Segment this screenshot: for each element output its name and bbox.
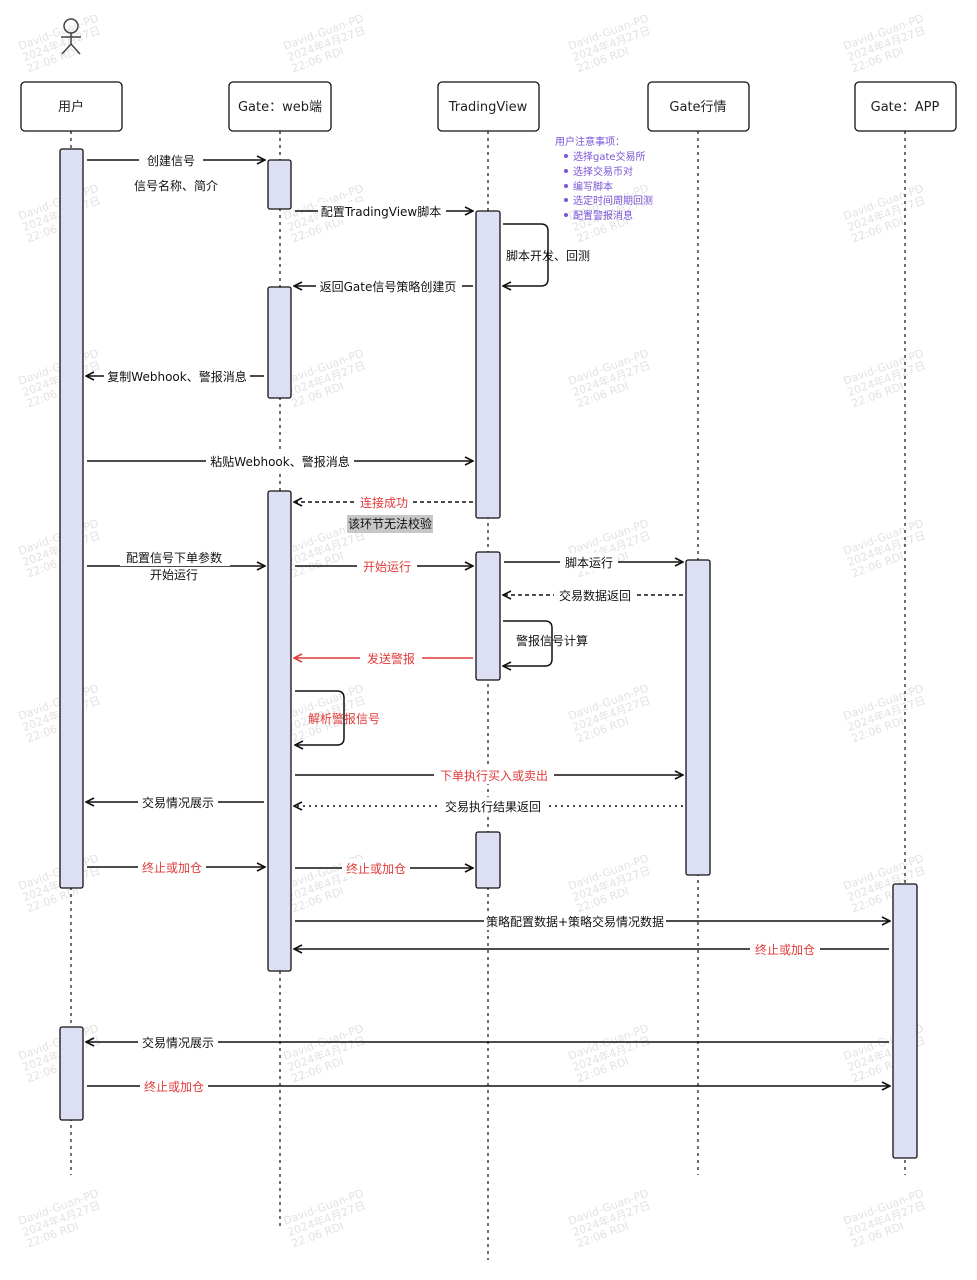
- activation-tv-2: [475, 551, 501, 681]
- participant-user: 用户: [20, 81, 123, 132]
- watermark-text: David-Guan-PD2024年4月27日22:06 RDI: [17, 12, 109, 76]
- message-label-start-run-user: 开始运行: [150, 568, 198, 582]
- participant-label-tradingview: TradingView: [448, 100, 528, 115]
- user-note-item: 配置警报消息: [573, 209, 633, 222]
- participant-app: Gate：APP: [854, 81, 957, 132]
- message-label-trade-data-return: 交易数据返回: [559, 588, 631, 603]
- message-label-copy-webhook: 复制Webhook、警报消息: [107, 369, 246, 384]
- message-label-stop-or-add-2: 终止或加仓: [346, 861, 406, 876]
- message-label-create-signal: 创建信号: [147, 154, 195, 168]
- message-label-paste-webhook: 粘贴Webhook、警报消息: [210, 454, 349, 469]
- message-label-config-order-params: 配置信号下单参数: [126, 550, 222, 565]
- message-label-alert-calc: 警报信号计算: [516, 633, 588, 648]
- watermark-text: David-Guan-PD2024年4月27日22:06 RDI: [567, 1187, 659, 1251]
- message-label-signal-name-desc: 信号名称、简介: [134, 178, 218, 193]
- message-label-parse-alert: 解析警报信号: [308, 711, 380, 726]
- watermark-text: David-Guan-PD2024年4月27日22:06 RDI: [842, 682, 934, 746]
- participant-label-web: Gate：web端: [238, 100, 322, 115]
- watermark-text: David-Guan-PD2024年4月27日22:06 RDI: [567, 852, 659, 916]
- participant-label-app: Gate：APP: [871, 100, 940, 115]
- message-label-execution-return: 交易执行结果返回: [445, 799, 541, 814]
- message-label-connected: 连接成功: [360, 495, 408, 510]
- person-icon: [61, 18, 81, 55]
- activation-bars: [59, 148, 918, 1159]
- highlight-note-bg: [347, 515, 433, 533]
- watermark-text: David-Guan-PD2024年4月27日22:06 RDI: [842, 1022, 934, 1086]
- watermark-text: David-Guan-PD2024年4月27日22:06 RDI: [842, 347, 934, 411]
- message-line-parse-alert: [295, 690, 345, 745]
- watermark-text: David-Guan-PD2024年4月27日22:06 RDI: [282, 1187, 374, 1251]
- activation-web-1: [267, 159, 292, 210]
- message-label-stop-or-add-4: 终止或加仓: [144, 1079, 204, 1094]
- user-note-item: 选定时间周期回测: [573, 194, 653, 207]
- watermark-text: David-Guan-PD2024年4月27日22:06 RDI: [842, 1187, 934, 1251]
- participant-web: Gate：web端: [228, 81, 332, 132]
- watermark-text: David-Guan-PD2024年4月27日22:06 RDI: [842, 852, 934, 916]
- activation-app-1: [892, 883, 918, 1159]
- participant-label-user: 用户: [58, 99, 84, 115]
- message-label-script-dev: 脚本开发、回测: [506, 248, 590, 263]
- watermark-text: David-Guan-PD2024年4月27日22:06 RDI: [282, 12, 374, 76]
- message-label-trade-display-1: 交易情况展示: [142, 795, 214, 810]
- activation-user-2: [59, 1026, 84, 1121]
- watermark-text: David-Guan-PD2024年4月27日22:06 RDI: [17, 1187, 109, 1251]
- watermark-text: David-Guan-PD2024年4月27日22:06 RDI: [567, 12, 659, 76]
- user-note-item: 选择交易币对: [573, 165, 633, 178]
- activation-web-3: [267, 490, 292, 972]
- participant-label-market: Gate行情: [669, 100, 726, 115]
- activation-web-2: [267, 286, 292, 399]
- message-label-script-run: 脚本运行: [565, 555, 613, 570]
- activation-user-1: [59, 148, 84, 889]
- message-label-trade-display-2: 交易情况展示: [142, 1035, 214, 1050]
- user-note-item: 选择gate交易所: [573, 150, 646, 163]
- message-label-return-gate-page: 返回Gate信号策略创建页: [320, 279, 457, 294]
- user-note-item: 编写脚本: [573, 180, 613, 193]
- watermark-text: David-Guan-PD2024年4月27日22:06 RDI: [842, 12, 934, 76]
- message-line-script-dev: [503, 223, 549, 286]
- user-note-bullets: [564, 154, 568, 217]
- message-label-start-run: 开始运行: [363, 560, 411, 574]
- user-note-title: 用户注意事项：: [555, 135, 625, 148]
- message-label-stop-or-add-1: 终止或加仓: [142, 860, 202, 875]
- user-note: 用户注意事项： 选择gate交易所 选择交易币对 编写脚本 选定时间周期回测 配…: [555, 135, 653, 222]
- participant-tradingview: TradingView: [437, 81, 540, 132]
- watermark-text: David-Guan-PD2024年4月27日22:06 RDI: [842, 182, 934, 246]
- message-label-config-tv-script: 配置TradingView脚本: [321, 204, 442, 219]
- message-labels: 创建信号 信号名称、简介 配置TradingView脚本 脚本开发、回测 返回G…: [104, 151, 820, 1095]
- watermark-text: David-Guan-PD2024年4月27日22:06 RDI: [567, 682, 659, 746]
- activation-tv-3: [475, 831, 501, 889]
- message-line-alert-calc: [503, 620, 553, 666]
- message-label-stop-or-add-3: 终止或加仓: [755, 942, 815, 957]
- activation-market-1: [685, 559, 711, 876]
- message-label-send-alert: 发送警报: [367, 651, 415, 666]
- watermark-text: David-Guan-PD2024年4月27日22:06 RDI: [842, 517, 934, 581]
- watermark-text: David-Guan-PD2024年4月27日22:06 RDI: [567, 1022, 659, 1086]
- watermark-text: David-Guan-PD2024年4月27日22:06 RDI: [282, 1022, 374, 1086]
- highlight-note: 该环节无法校验: [348, 516, 432, 531]
- message-label-place-order: 下单执行买入或卖出: [440, 769, 548, 783]
- message-label-strategy-data: 策略配置数据+策略交易情况数据: [486, 914, 664, 929]
- activation-tv-1: [475, 210, 501, 519]
- watermark-text: David-Guan-PD2024年4月27日22:06 RDI: [567, 347, 659, 411]
- watermark-text: David-Guan-PD2024年4月27日22:06 RDI: [282, 347, 374, 411]
- participant-market: Gate行情: [647, 81, 750, 132]
- watermark-layer: David-Guan-PD2024年4月27日22:06 RDI David-Gu…: [17, 12, 934, 1251]
